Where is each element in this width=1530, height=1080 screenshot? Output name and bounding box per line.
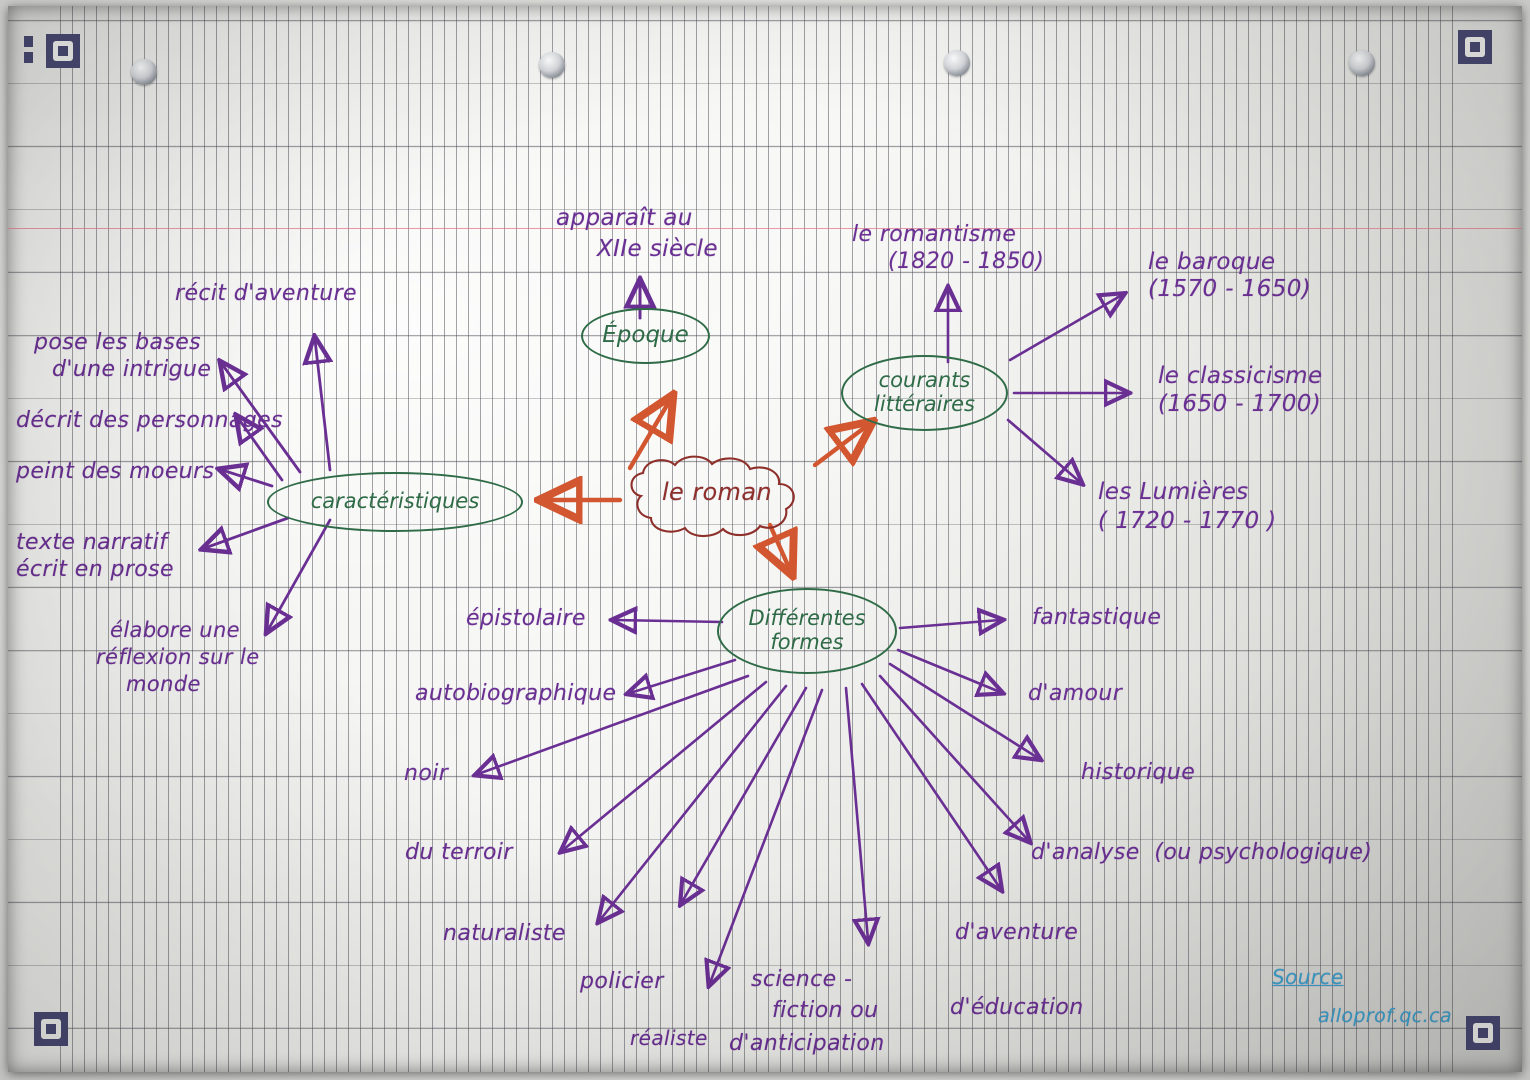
- node-differentes-formes[interactable]: Différentes formes: [717, 588, 897, 674]
- node-le-roman[interactable]: le roman: [607, 452, 827, 540]
- carac-reflexion-line2: réflexion sur le: [96, 645, 260, 669]
- carac-texte-narratif-line1: texte narratif: [16, 530, 168, 555]
- forme-amour: d'amour: [1028, 681, 1123, 706]
- punch-hole: [131, 59, 157, 85]
- carac-pose-bases-line1: pose les bases: [34, 330, 202, 355]
- forme-realiste: réaliste: [630, 1026, 708, 1050]
- node-caracteristiques[interactable]: caractéristiques: [267, 472, 523, 532]
- node-courants-litteraires[interactable]: courants littéraires: [841, 355, 1008, 431]
- forme-epistolaire: épistolaire: [466, 606, 586, 631]
- node-le-roman-label: le roman: [661, 478, 773, 506]
- cloud-shape: [630, 455, 795, 538]
- forme-noir: noir: [404, 761, 449, 786]
- corner-marker-top-left: [46, 34, 80, 68]
- forme-sf-line3: d'anticipation: [729, 1031, 885, 1056]
- courant-romantisme-line2: (1820 - 1850): [888, 249, 1045, 274]
- forme-du-terroir: du terroir: [405, 840, 513, 865]
- source-value: alloprof.qc.ca: [1318, 1005, 1452, 1027]
- note-apparait-line1: apparaît au: [556, 205, 693, 231]
- forme-fantastique: fantastique: [1032, 605, 1162, 630]
- corner-marker-bottom-right: [1466, 1016, 1500, 1050]
- corner-marker-bottom-left: [34, 1012, 68, 1046]
- node-courants-label: courants littéraires: [874, 368, 975, 416]
- forme-sf-line2: fiction ou: [772, 998, 879, 1023]
- courant-baroque-line2: (1570 - 1650): [1148, 276, 1312, 302]
- source-label: Source: [1272, 965, 1344, 989]
- punch-hole: [1349, 50, 1375, 76]
- carac-texte-narratif-line2: écrit en prose: [16, 557, 174, 582]
- carac-recit-aventure: récit d'aventure: [175, 281, 357, 306]
- forme-sf-line1: science -: [751, 967, 853, 992]
- courant-lumieres-line1: les Lumières: [1098, 479, 1249, 505]
- carac-pose-bases-line2: d'une intrigue: [52, 357, 212, 382]
- carac-peint-moeurs: peint des moeurs: [16, 459, 215, 484]
- punch-hole: [944, 50, 970, 76]
- punch-hole: [539, 52, 565, 78]
- corner-dots-top-left: [24, 36, 33, 66]
- carac-reflexion-line1: élabore une: [110, 618, 240, 642]
- forme-naturaliste: naturaliste: [443, 921, 566, 946]
- margin-rule-line: [8, 228, 1522, 229]
- forme-analyse: d'analyse (ou psychologique): [1031, 840, 1373, 865]
- node-epoque-label: Époque: [602, 322, 689, 349]
- carac-reflexion-line3: monde: [126, 672, 201, 696]
- courant-lumieres-line2: ( 1720 - 1770 ): [1098, 508, 1277, 534]
- node-epoque[interactable]: Époque: [581, 308, 710, 364]
- courant-classicisme-line2: (1650 - 1700): [1158, 391, 1322, 417]
- courant-baroque-line1: le baroque: [1148, 249, 1276, 275]
- corner-marker-top-right: [1458, 30, 1492, 64]
- forme-education: d'éducation: [950, 995, 1084, 1020]
- courant-romantisme-line1: le romantisme: [852, 222, 1017, 247]
- forme-aventure: d'aventure: [955, 920, 1079, 945]
- carac-decrit-personnages: décrit des personnages: [16, 408, 283, 433]
- node-formes-label: Différentes formes: [748, 606, 866, 654]
- forme-policier: policier: [580, 969, 664, 994]
- forme-autobiographique: autobiographique: [415, 681, 617, 706]
- forme-historique: historique: [1081, 760, 1196, 785]
- note-apparait-line2: XIIe siècle: [597, 236, 718, 262]
- courant-classicisme-line1: le classicisme: [1158, 363, 1323, 389]
- node-caracteristiques-label: caractéristiques: [310, 489, 480, 514]
